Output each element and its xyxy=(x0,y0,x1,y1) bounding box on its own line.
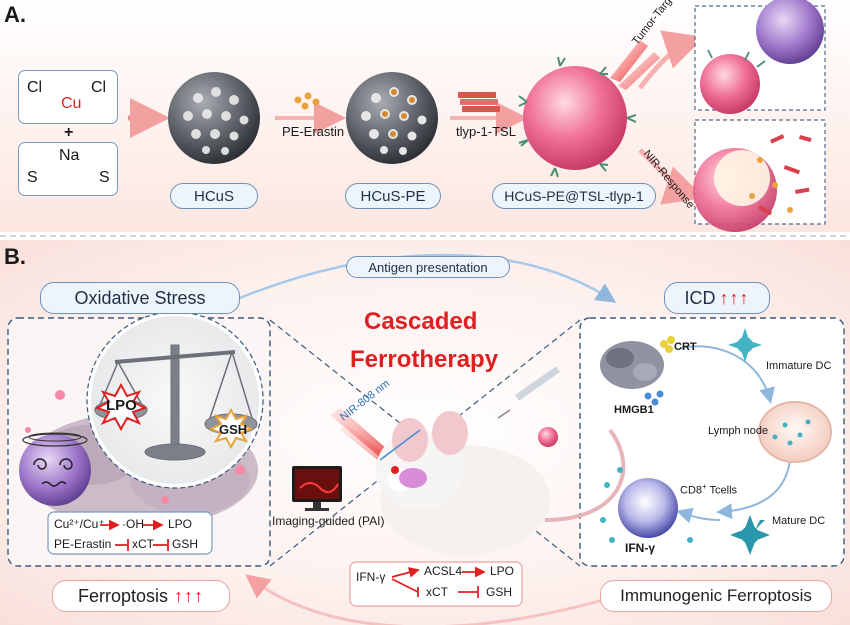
pe-erastin-dots xyxy=(294,92,320,110)
monitor xyxy=(292,466,342,511)
crt-dots xyxy=(660,336,675,353)
na-label: Na xyxy=(59,147,80,164)
gsh2-label: GSH xyxy=(172,537,199,551)
arrow-mature-to-tcell xyxy=(676,507,721,524)
hcus-final-pill: HCuS-PE@TSL-tlyp-1 xyxy=(492,183,656,209)
s-right: S xyxy=(99,169,110,186)
gsh-label: GSH xyxy=(219,422,248,437)
immature-dc-label: Immature DC xyxy=(766,360,832,372)
cd8-prefix: CD8 xyxy=(680,484,703,497)
ifn-gamma2-label: IFN-γ xyxy=(356,570,386,584)
cl-left: Cl xyxy=(27,79,43,96)
lpo2-label: LPO xyxy=(168,517,193,531)
arrow-tumor-targeting xyxy=(638,30,705,90)
imaging-label: Imaging-guided (PAI) xyxy=(272,514,385,528)
pe-erastin-label: PE-Erastin xyxy=(282,124,345,139)
ferroptosis-pill: Ferroptosis ↑↑↑ xyxy=(52,580,230,612)
syringe xyxy=(497,366,560,447)
s-left: S xyxy=(27,169,38,186)
reactant-na2s-box: Na S S xyxy=(18,142,118,196)
icd-arrows: ↑↑↑ xyxy=(719,287,750,308)
formula-box xyxy=(47,511,213,555)
hcus-final-particle xyxy=(518,56,637,178)
panel-a-label: A. xyxy=(4,2,26,27)
xct-label: xCT xyxy=(132,537,154,551)
cd8-tcells-label: CD8+ Tcells xyxy=(680,482,737,497)
panel-b-label: B. xyxy=(4,244,26,269)
ferroptosis-arrows: ↑↑↑ xyxy=(174,585,205,606)
gsh-burst xyxy=(208,407,254,450)
tsl-stack xyxy=(458,92,500,112)
target-cell xyxy=(756,0,824,64)
plus-sign: + xyxy=(64,124,74,141)
ferroptosis-label: Ferroptosis xyxy=(77,585,169,606)
immunogenic-ferroptosis-pill: Immunogenic Ferroptosis xyxy=(600,580,832,612)
lpo3-label: LPO xyxy=(490,564,515,578)
hcus-sphere xyxy=(168,72,260,164)
oxidative-stress-pill: Oxidative Stress xyxy=(40,282,240,314)
stressed-cell xyxy=(19,432,91,506)
cl-right: Cl xyxy=(91,79,107,96)
lpo-label: LPO xyxy=(106,397,137,414)
icd-pill: ICD ↑↑↑ xyxy=(664,282,770,314)
cross-line-2 xyxy=(269,319,581,567)
ifn-dots xyxy=(600,467,693,543)
pink-dots xyxy=(25,390,245,504)
icd-label: ICD xyxy=(684,287,716,308)
lymph-node-label: Lymph node xyxy=(708,425,769,437)
hcus-pe-pill: HCuS-PE xyxy=(345,183,441,209)
mature-dc-label: Mature DC xyxy=(772,515,826,527)
pe-erastin-b-label: PE-Erastin xyxy=(54,537,112,551)
oh-label: ·OH xyxy=(122,517,144,531)
tlyp-label: tlyp-1-TSL xyxy=(456,124,516,139)
mature-dc xyxy=(730,515,770,555)
hmgb1-dots xyxy=(644,390,664,406)
acsl4-label: ACSL4 xyxy=(424,564,463,578)
mouse xyxy=(376,411,626,555)
xct2-label: xCT xyxy=(426,585,448,599)
hcus-pill: HCuS xyxy=(170,183,258,209)
laser-beam-a xyxy=(610,40,648,82)
cd8-sup: + xyxy=(702,482,707,491)
ifn-gamma-label: IFN-γ xyxy=(625,541,655,555)
title-cascaded: Cascaded xyxy=(364,308,478,335)
reactant-cucl2-box: Cl Cu Cl xyxy=(18,70,118,124)
hmgb1-cluster xyxy=(600,341,664,389)
antigen-presentation-pill: Antigen presentation xyxy=(346,256,510,278)
cd8-suffix: Tcells xyxy=(706,484,738,497)
cross-line-1 xyxy=(269,319,581,567)
arrow-nir-response xyxy=(638,148,705,205)
feedback-arc xyxy=(245,574,621,625)
arrow-dc-to-ln xyxy=(679,345,775,404)
cu-label: Cu xyxy=(61,95,82,112)
hmgb1-label: HMGB1 xyxy=(614,404,654,416)
hcus-pe-sphere xyxy=(346,72,438,164)
cu-ions-label: Cu²⁺/Cu⁺ xyxy=(54,517,105,531)
title-ferrotherapy: Ferrotherapy xyxy=(350,346,499,373)
crt-label: CRT xyxy=(674,341,697,353)
lpo-burst xyxy=(94,382,148,432)
gsh3-label: GSH xyxy=(486,585,513,599)
lymph-node xyxy=(758,401,832,463)
antigen-arc xyxy=(234,253,617,303)
cd8-tcell xyxy=(618,478,678,538)
arrow-ln-to-mature xyxy=(716,459,791,520)
immature-dc xyxy=(728,328,762,362)
target-particle xyxy=(700,54,760,114)
